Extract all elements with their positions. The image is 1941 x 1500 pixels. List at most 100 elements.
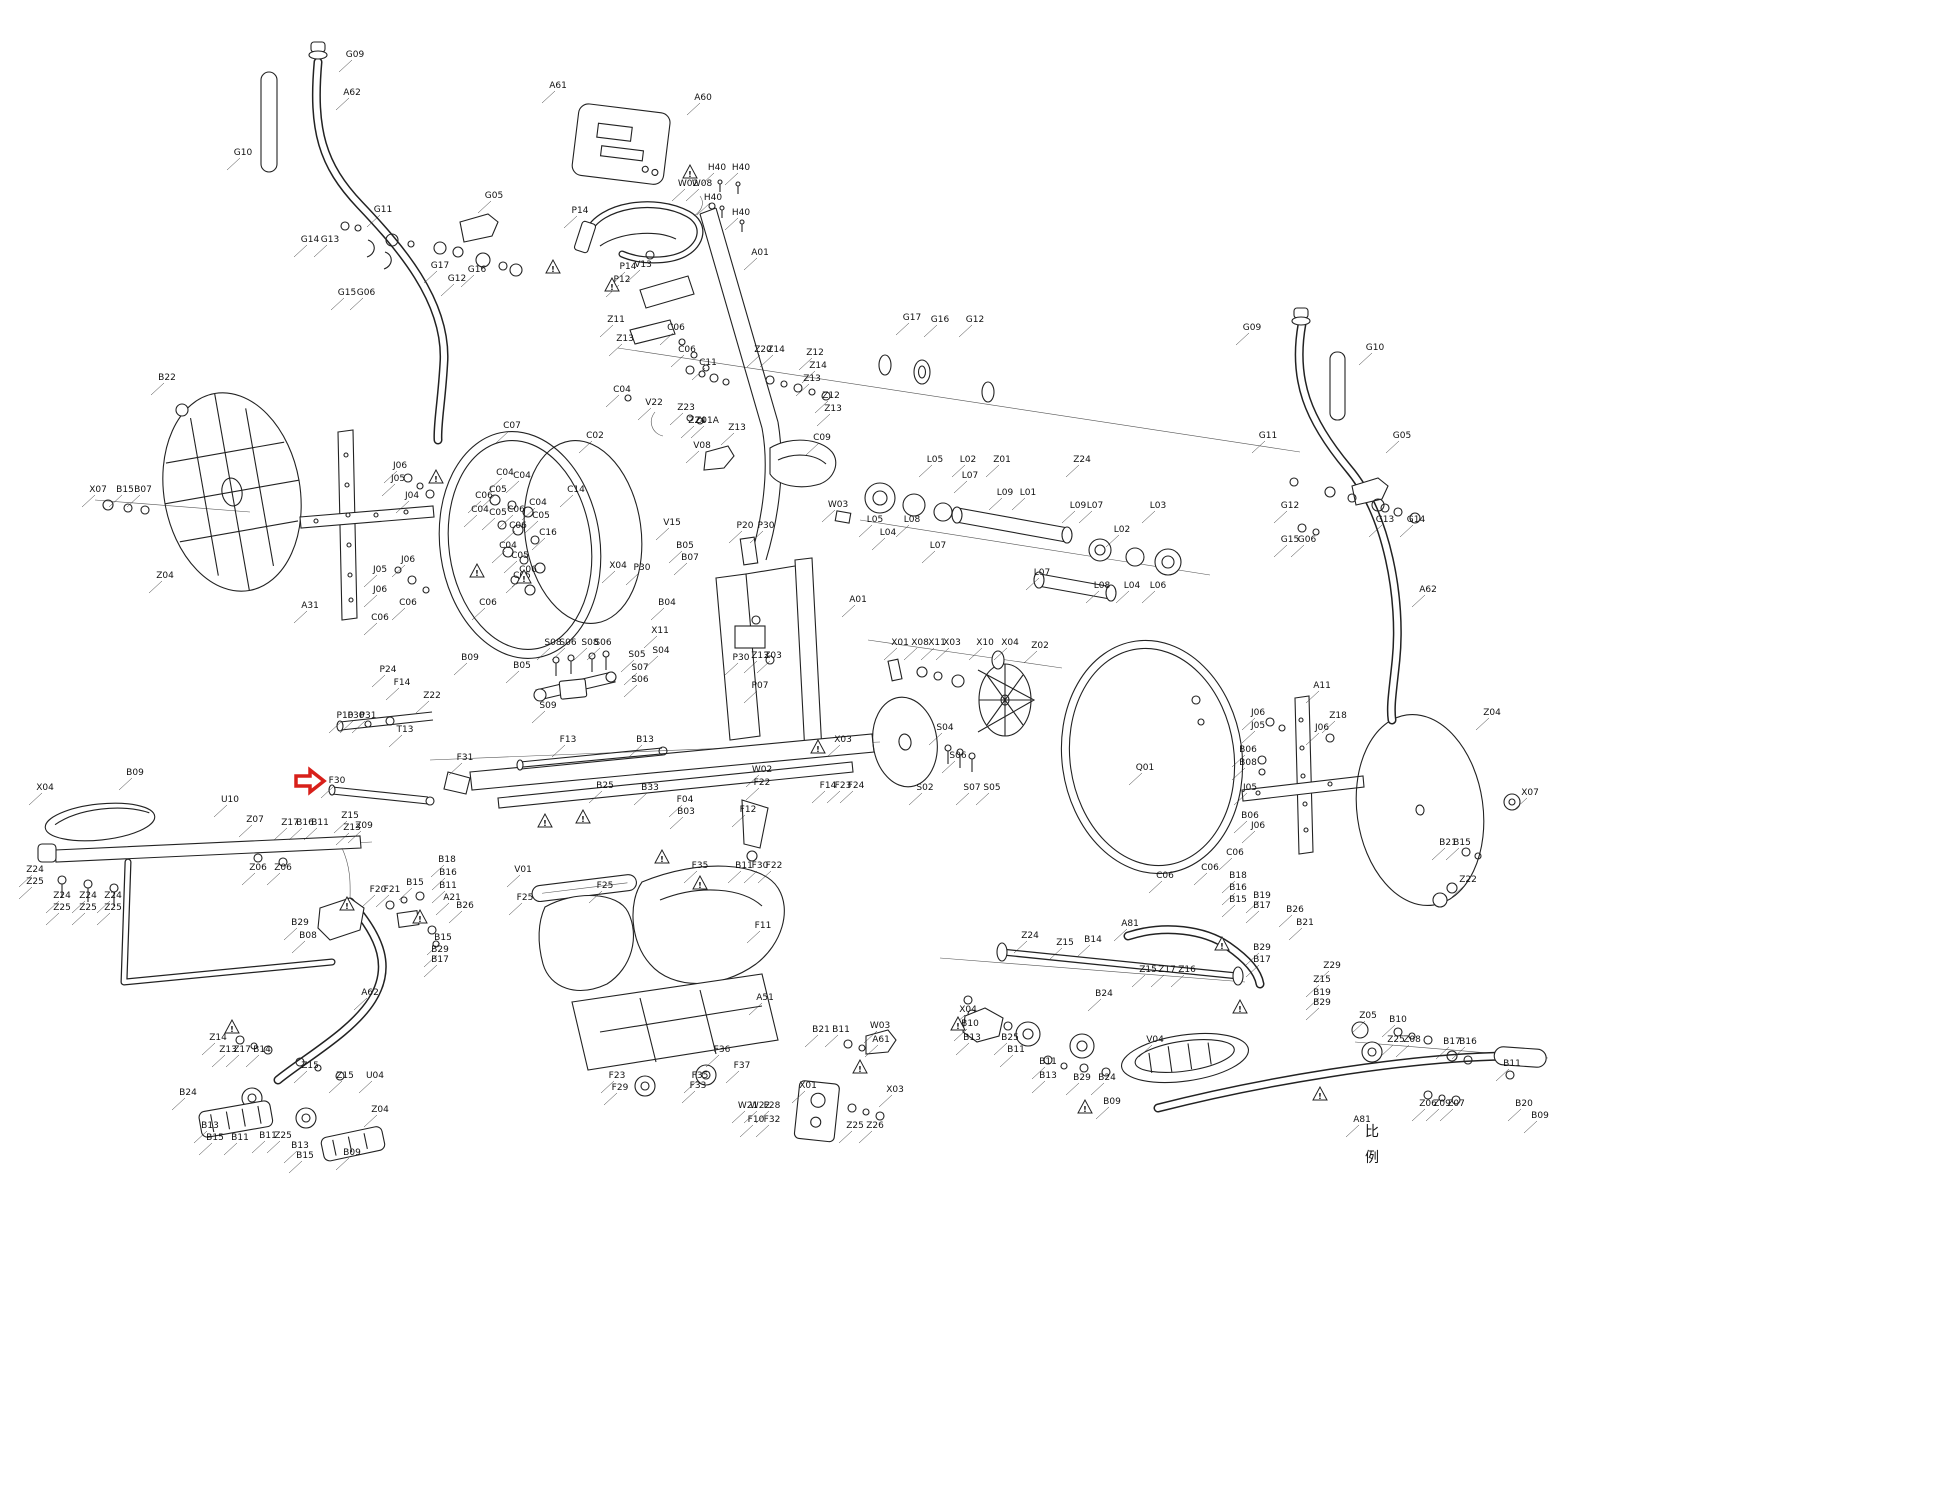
part-label-A61: A61 bbox=[549, 81, 567, 91]
part-label-F28: F28 bbox=[764, 1101, 781, 1111]
part-label-X07: X07 bbox=[89, 485, 107, 495]
svg-text:!: ! bbox=[230, 1025, 234, 1034]
part-label-G12: G12 bbox=[1281, 501, 1299, 511]
leader-line bbox=[685, 188, 700, 202]
leader-line bbox=[1399, 524, 1414, 538]
part-label-Z25: Z25 bbox=[846, 1121, 864, 1131]
part-label-F22: F22 bbox=[766, 861, 783, 871]
leader-line bbox=[668, 550, 683, 564]
svg-text:!: ! bbox=[543, 819, 547, 828]
leader-line bbox=[1368, 524, 1383, 538]
leader-line bbox=[551, 647, 566, 661]
part-label-C16: C16 bbox=[539, 528, 557, 538]
part-label-S06: S06 bbox=[594, 638, 611, 648]
leader-line bbox=[601, 570, 616, 584]
leader-line bbox=[620, 659, 635, 673]
part-label-S04: S04 bbox=[652, 646, 669, 656]
leader-line bbox=[453, 662, 468, 676]
leader-line bbox=[383, 470, 398, 484]
part-label-C04: C04 bbox=[499, 541, 517, 551]
part-label-Z17: Z17 bbox=[281, 818, 299, 828]
svg-text:!: ! bbox=[858, 1065, 862, 1074]
part-label-G06: G06 bbox=[1298, 535, 1317, 545]
part-label-B14: B14 bbox=[1084, 935, 1102, 945]
part-label-F14: F14 bbox=[394, 678, 411, 688]
part-label-S09: S09 bbox=[539, 701, 556, 711]
leader-line bbox=[623, 672, 638, 686]
part-label-Z09: Z09 bbox=[1433, 1099, 1451, 1109]
part-label-X03: X03 bbox=[943, 638, 961, 648]
part-label-A01: A01 bbox=[849, 595, 867, 605]
part-label-J05: J05 bbox=[390, 474, 405, 484]
part-label-Z20: Z20 bbox=[754, 345, 772, 355]
part-label-V04: V04 bbox=[1146, 1035, 1164, 1045]
part-label-L02: L02 bbox=[1114, 525, 1130, 535]
part-label-P12: P12 bbox=[614, 275, 631, 285]
leader-line bbox=[541, 90, 556, 104]
leader-line bbox=[1113, 928, 1128, 942]
leader-line bbox=[1095, 1106, 1110, 1120]
leader-line bbox=[506, 874, 521, 888]
leader-line bbox=[1523, 1120, 1538, 1134]
leader-line bbox=[71, 912, 86, 926]
part-label-L01: L01 bbox=[1020, 488, 1036, 498]
leader-line bbox=[858, 524, 873, 538]
svg-text:!: ! bbox=[660, 855, 664, 864]
part-label-L04: L04 bbox=[1124, 581, 1141, 591]
leader-line bbox=[495, 430, 510, 444]
part-label-C06: C06 bbox=[371, 613, 389, 623]
part-label-S07: S07 bbox=[963, 783, 980, 793]
part-label-Z25: Z25 bbox=[53, 903, 71, 913]
part-label-F30: F30 bbox=[329, 776, 346, 786]
leader-line bbox=[814, 400, 829, 414]
part-label-Z25: Z25 bbox=[79, 903, 97, 913]
part-label-C06: C06 bbox=[475, 491, 493, 501]
part-label-H40: H40 bbox=[704, 193, 722, 203]
part-label-W22: W22 bbox=[750, 1101, 770, 1111]
part-label-A62: A62 bbox=[1419, 585, 1437, 595]
leader-line bbox=[743, 1110, 758, 1124]
leader-line bbox=[626, 269, 641, 283]
leader-line bbox=[669, 412, 684, 426]
part-label-B24: B24 bbox=[1095, 989, 1113, 999]
part-label-B33: B33 bbox=[641, 783, 659, 793]
part-label-F23: F23 bbox=[835, 781, 852, 791]
leader-line bbox=[623, 684, 638, 698]
svg-text:!: ! bbox=[345, 902, 349, 911]
leader-line bbox=[96, 912, 111, 926]
part-label-X04: X04 bbox=[36, 783, 54, 793]
leader-line bbox=[795, 383, 810, 397]
part-label-S05: S05 bbox=[983, 783, 1000, 793]
leader-line bbox=[644, 655, 659, 669]
part-label-V15: V15 bbox=[663, 518, 681, 528]
leader-line bbox=[804, 1034, 819, 1048]
part-label-J06: J06 bbox=[1250, 708, 1265, 718]
part-label-B11: B11 bbox=[1007, 1045, 1025, 1055]
leader-line bbox=[375, 894, 390, 908]
part-label-T13: T13 bbox=[396, 725, 414, 735]
part-label-F32: F32 bbox=[764, 1115, 781, 1125]
part-label-P07: P07 bbox=[752, 681, 769, 691]
leader-line bbox=[1221, 892, 1236, 906]
leader-line bbox=[1245, 952, 1260, 966]
part-label-C04: C04 bbox=[496, 468, 514, 478]
leader-line bbox=[363, 1114, 378, 1128]
leader-line bbox=[505, 480, 520, 494]
leader-line bbox=[395, 500, 410, 514]
part-label-X08: X08 bbox=[911, 638, 929, 648]
part-label-Z24: Z24 bbox=[1073, 455, 1091, 465]
warning-triangle-icon: ! bbox=[537, 812, 553, 828]
leader-line bbox=[398, 887, 413, 901]
leader-line bbox=[18, 886, 33, 900]
part-label-L06: L06 bbox=[1150, 581, 1167, 591]
leader-line bbox=[608, 343, 623, 357]
part-label-B16: B16 bbox=[439, 868, 457, 878]
leader-line bbox=[1131, 974, 1146, 988]
leader-line bbox=[757, 870, 772, 884]
svg-text:!: ! bbox=[418, 915, 422, 924]
leader-line bbox=[1475, 717, 1490, 731]
leader-line bbox=[288, 827, 303, 841]
leader-line bbox=[226, 157, 241, 171]
part-label-S02: S02 bbox=[916, 783, 933, 793]
